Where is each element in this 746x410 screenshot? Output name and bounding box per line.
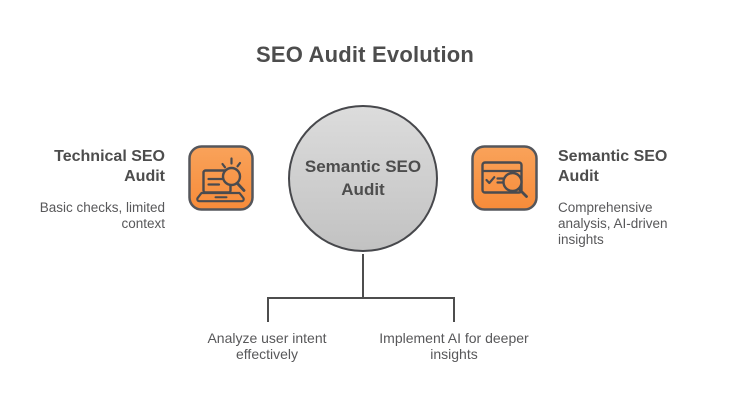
left-icon-tile bbox=[188, 145, 254, 216]
page-title: SEO Audit Evolution bbox=[255, 42, 475, 67]
center-node-label: Semantic SEO Audit bbox=[304, 157, 422, 199]
connector-stub-right bbox=[453, 299, 455, 322]
right-branch-description: Comprehensive analysis, AI-driven insigh… bbox=[558, 200, 668, 248]
child-label-analyze-user-intent: Analyze user intent effectively bbox=[207, 330, 327, 362]
connector-vertical-main bbox=[362, 254, 364, 298]
browser-search-icon bbox=[471, 145, 538, 211]
left-branch-text: Technical SEO Audit Basic checks, limite… bbox=[25, 147, 165, 232]
child-label-implement-ai: Implement AI for deeper insights bbox=[379, 330, 529, 362]
laptop-search-icon bbox=[188, 145, 254, 211]
connector-horizontal-bar bbox=[267, 297, 455, 299]
right-branch-text: Semantic SEO Audit Comprehensive analysi… bbox=[558, 147, 686, 249]
right-branch-heading: Semantic SEO Audit bbox=[558, 148, 668, 185]
left-branch-heading: Technical SEO Audit bbox=[54, 148, 165, 185]
connector-stub-left bbox=[267, 299, 269, 322]
center-node: Semantic SEO Audit bbox=[288, 105, 438, 252]
right-icon-tile bbox=[471, 145, 538, 216]
left-branch-description: Basic checks, limited context bbox=[39, 200, 165, 232]
